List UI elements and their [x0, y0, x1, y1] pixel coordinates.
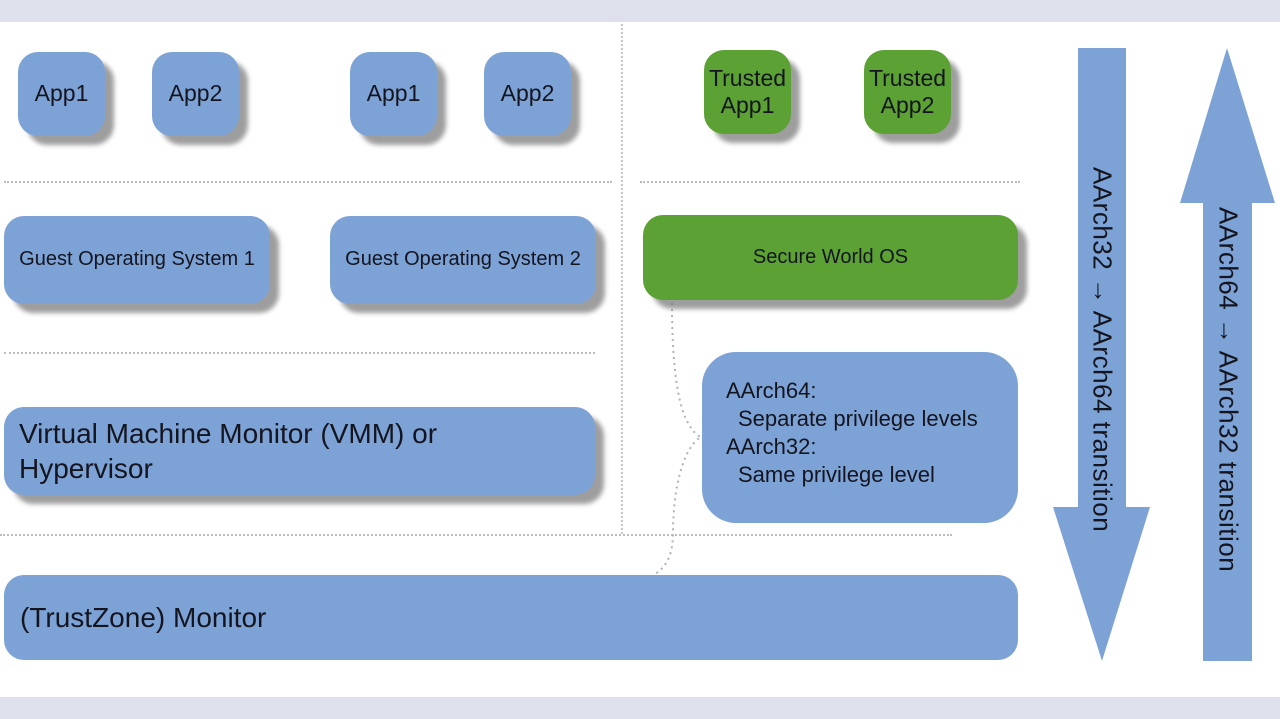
- apps-os-separator-right: [640, 181, 1020, 183]
- guest-os-2-label: Guest Operating System 2: [345, 248, 581, 271]
- app-label: App1: [366, 80, 421, 107]
- trusted-app-box: Trusted App1: [704, 50, 791, 134]
- app-box: App1: [18, 52, 105, 136]
- hypervisor-monitor-separator: [0, 534, 952, 536]
- guest-os-2-box: Guest Operating System 2: [330, 216, 596, 304]
- note-line: Same privilege level: [738, 462, 935, 488]
- app-box: App1: [350, 52, 437, 136]
- note-line: AArch32:: [726, 434, 817, 460]
- secure-world-os-box: Secure World OS: [643, 215, 1018, 300]
- bottom-margin-band: [0, 697, 1280, 719]
- hypervisor-box: Virtual Machine Monitor (VMM) or Hypervi…: [4, 407, 595, 495]
- note-callout-connector: [654, 302, 704, 575]
- app-box: App2: [152, 52, 239, 136]
- trustzone-monitor-label: (TrustZone) Monitor: [20, 601, 267, 633]
- secure-world-os-label: Secure World OS: [752, 245, 909, 268]
- app-label: App2: [168, 80, 223, 107]
- down-transition-arrow: [1053, 48, 1150, 661]
- app-label: App2: [500, 80, 555, 107]
- up-transition-label: AArch64 → AArch32 transition: [1213, 207, 1244, 573]
- up-transition-arrow: [1180, 48, 1275, 661]
- guest-os-1-label: Guest Operating System 1: [19, 248, 255, 271]
- world-divider-line: [621, 24, 623, 534]
- app-box: App2: [484, 52, 571, 136]
- guest-os-1-box: Guest Operating System 1: [4, 216, 270, 304]
- top-margin-band: [0, 0, 1280, 22]
- os-hypervisor-separator: [4, 352, 595, 354]
- privilege-note-box: AArch64: Separate privilege levels AArch…: [702, 352, 1018, 523]
- trusted-app-box: Trusted App2: [864, 50, 951, 134]
- trusted-app-label: Trusted App2: [868, 64, 947, 118]
- trustzone-monitor-box: (TrustZone) Monitor: [4, 575, 1018, 660]
- down-transition-label: AArch32 → AArch64 transition: [1087, 167, 1118, 533]
- note-line: Separate privilege levels: [738, 406, 978, 432]
- hypervisor-label: Virtual Machine Monitor (VMM) or Hypervi…: [19, 418, 438, 484]
- app-label: App1: [34, 80, 89, 107]
- apps-os-separator-left: [4, 181, 612, 183]
- note-line: AArch64:: [726, 378, 817, 403]
- trusted-app-label: Trusted App1: [708, 64, 787, 118]
